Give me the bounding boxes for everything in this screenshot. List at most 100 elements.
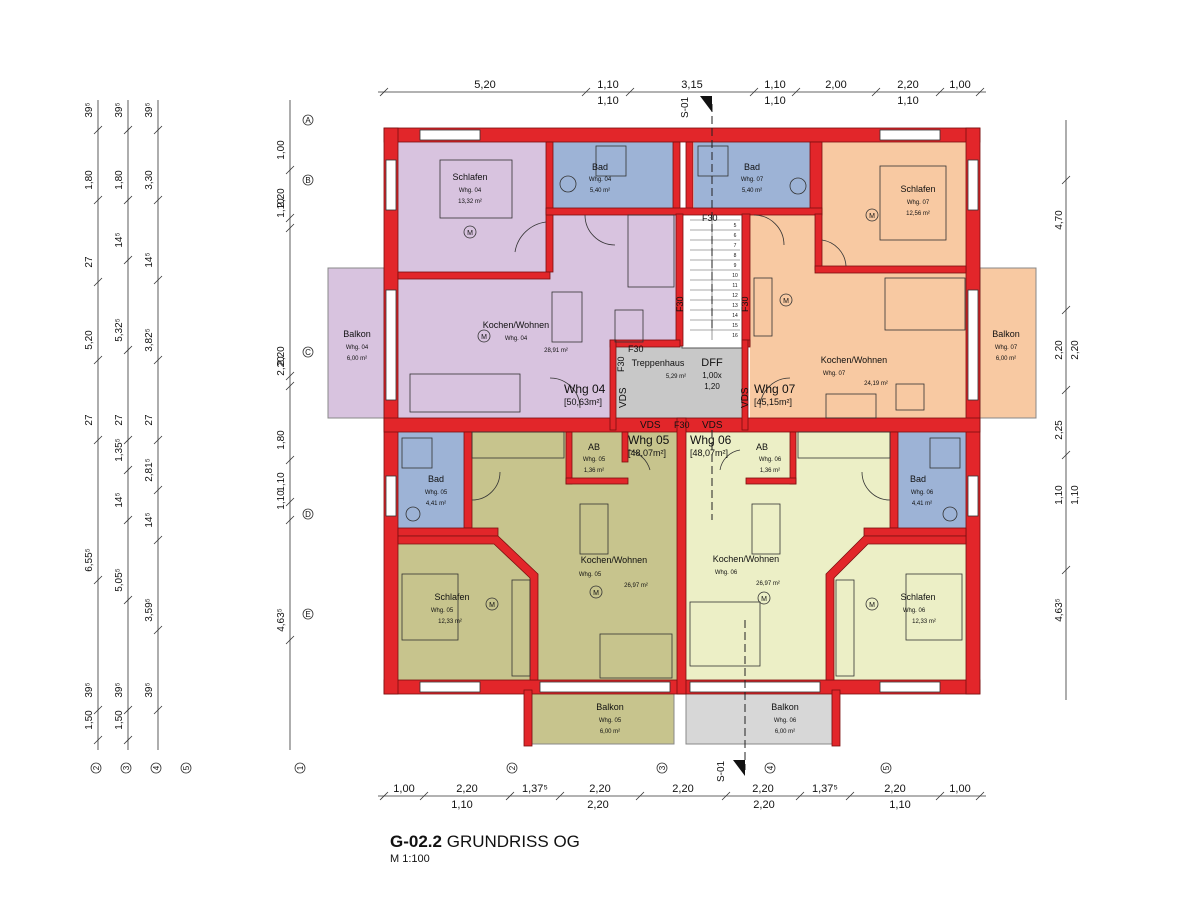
dim-text-bottom-inner: 1,10 (889, 799, 910, 811)
dim-text-bottom-inner: 2,20 (587, 799, 608, 811)
dim-tick (123, 125, 133, 135)
window-left-b (385, 475, 397, 517)
meter-circle (485, 597, 499, 611)
stair-number: 15 (732, 323, 738, 329)
label-w06-kochen: Kochen/Wohnen (713, 554, 779, 564)
dim-tick (1061, 305, 1071, 315)
shower-w04 (595, 145, 627, 177)
unit-w05-area: [48,07m²] (628, 448, 666, 458)
wall-w05-bed-diag (397, 535, 539, 681)
label-w06-bad-area: 4,41 m² (912, 501, 932, 507)
label-treppenhaus: Treppenhaus (632, 358, 685, 368)
dim-text-left: 1,00 (276, 140, 287, 160)
label-w06-kochen-unit: Whg. 06 (715, 570, 738, 576)
label-dff-size2: 1,20 (704, 382, 720, 391)
wall-w06-ab (789, 431, 797, 485)
stair-number: 13 (732, 303, 738, 309)
walls (383, 127, 981, 747)
vds-label-right: VDS (740, 387, 751, 408)
wall-w06-bad-bottom (863, 527, 967, 537)
dim-text-left: 27 (144, 414, 155, 426)
meter-label: M (489, 602, 495, 609)
table-w06 (751, 503, 781, 555)
wall-w07-sleep-left (814, 213, 823, 271)
label-w06-bad: Bad (910, 474, 926, 484)
meter-label: M (869, 602, 875, 609)
meter-circle (477, 329, 491, 343)
wardrobe-w04 (551, 291, 583, 343)
dim-tick (419, 791, 429, 801)
vds-label-left: VDS (618, 387, 629, 408)
dim-text-left: 1,10 (276, 198, 287, 218)
f30-label-stair-r: F30 (740, 296, 750, 312)
wall-w04-sleep-bottom (397, 271, 551, 280)
wall-w05-ab-r (621, 431, 629, 463)
wall-w06-bad-left (889, 431, 899, 529)
dim-text-left: 14⁵ (114, 492, 125, 507)
wardrobe-w06 (835, 579, 855, 677)
dim-text-top-inner: 1,10 (897, 95, 918, 107)
dim-text-left: 39⁵ (114, 682, 125, 697)
axis-circle (294, 762, 306, 774)
label-w07-schlafen-area: 12,56 m² (906, 211, 930, 217)
label-w06-balkon-unit: Whg. 06 (774, 718, 797, 724)
window-w06-bottom (879, 681, 941, 693)
meter-circle (865, 597, 879, 611)
sofa-w07 (884, 277, 966, 331)
door-w06-bad (861, 471, 891, 501)
stair-number: 11 (732, 283, 737, 289)
label-w07-schlafen: Schlafen (900, 184, 935, 194)
wall-stair-hall-r (741, 339, 749, 431)
wall-w06-ab-b (745, 477, 797, 485)
meter-circle (779, 293, 793, 307)
dim-text-bottom: 2,20 (884, 783, 905, 795)
label-w05-schlafen-area: 12,33 m² (438, 619, 462, 625)
dim-text-left: 1,35⁵ (114, 438, 125, 462)
dim-text-left: 1,10 (276, 490, 287, 510)
label-w04-kochen-unit: Whg. 04 (505, 336, 528, 342)
window-right-b (967, 475, 979, 517)
axis-number: 1 (296, 765, 305, 770)
dim-tick (93, 277, 103, 287)
wall-bath-bottom (545, 207, 823, 216)
meter-label: M (467, 230, 473, 237)
dim-text-left: 5,20 (84, 330, 95, 350)
dim-text-top-inner: 1,10 (597, 95, 618, 107)
wall-bath-mid-r (685, 141, 694, 215)
label-w06-ab-unit: Whg. 06 (759, 457, 782, 463)
label-w05-balkon: Balkon (596, 702, 624, 712)
wall-balkon-w06 (831, 689, 841, 747)
shower-w06 (929, 437, 961, 469)
dim-tick (153, 705, 163, 715)
dim-text-top: 3,15 (681, 79, 702, 91)
meter-label: M (869, 213, 875, 220)
stair-number: 7 (734, 243, 737, 249)
wall-bath-right (809, 141, 823, 215)
unit-w05-name: Whg 05 (628, 433, 670, 447)
label-w06-schlafen-unit: Whg. 06 (903, 608, 926, 614)
dim-tick (795, 791, 805, 801)
label-w05-ab: AB (588, 442, 600, 452)
dim-tick (975, 87, 985, 97)
window-right-a (967, 159, 979, 211)
dim-text-bottom: 2,20 (456, 783, 477, 795)
dim-text-right-inner: 1,10 (1070, 485, 1081, 505)
dim-text-bottom: 1,00 (393, 783, 414, 795)
bed-w06 (905, 573, 963, 641)
wall-w05-ab (565, 431, 573, 485)
axis-circle (302, 174, 314, 186)
dim-text-bottom-inner: 2,20 (753, 799, 774, 811)
dim-text-left: 3,30 (144, 170, 155, 190)
dim-text-left: 1,80 (276, 430, 287, 450)
label-w06-ab: AB (756, 442, 768, 452)
window-balkon-w07 (967, 289, 979, 401)
door-w05-bad (471, 471, 501, 501)
meter-circle (757, 591, 771, 605)
unit-w04-area: [50,63m²] (564, 397, 602, 407)
door-w04-sleep (514, 221, 547, 253)
dim-text-left: 1,50 (84, 710, 95, 730)
axis-circle (506, 762, 518, 774)
dim-tick (581, 87, 591, 97)
axis-circle (302, 114, 314, 126)
